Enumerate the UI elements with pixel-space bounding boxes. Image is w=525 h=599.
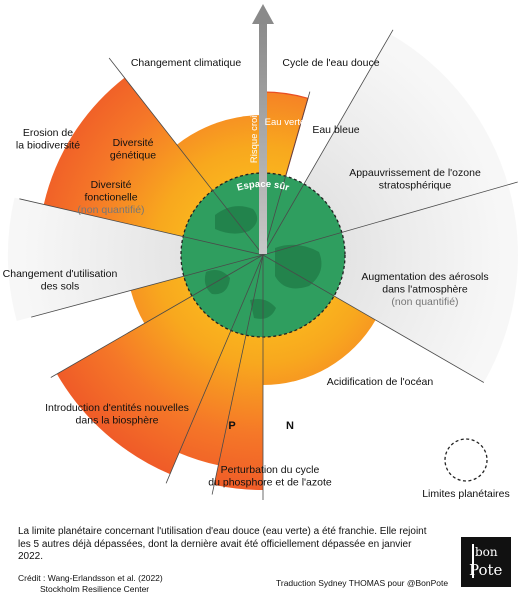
logo-text-top: bon: [475, 545, 498, 559]
legend-label: Limites planétaires: [422, 488, 510, 500]
boundary-labels: Changement climatique Cycle de l'eau douc…: [3, 57, 489, 489]
increasing-risk-arrow: [252, 4, 274, 254]
divider-line: [165, 254, 264, 484]
boundary-sectors: [7, 34, 518, 383]
ozone-sector: [263, 34, 509, 256]
label-phosphorus: P: [228, 420, 235, 432]
label-climate: Changement climatique: [131, 57, 241, 69]
functional-diversity-sector: [7, 197, 264, 321]
label-line: Perturbation du cycle: [221, 464, 320, 476]
label-line: Erosion de: [23, 127, 73, 139]
label-line: dans la biosphère: [76, 415, 159, 427]
divider-line: [262, 91, 311, 256]
divider-line: [19, 198, 264, 256]
divider-line: [211, 254, 264, 495]
label-ocean: Acidification de l'océan: [327, 376, 434, 388]
divider-line: [262, 29, 394, 256]
risk-arrow-label: Risque croissant: [249, 93, 260, 164]
label-line: fonctionelle: [84, 192, 137, 204]
logo-text-bottom: Pote: [469, 561, 503, 579]
label-line: Appauvrissement de l'ozone: [349, 167, 481, 179]
label-line: P: [228, 420, 235, 432]
divider-line: [108, 57, 264, 256]
divider-line: [262, 254, 485, 383]
aerosols-sector: [263, 184, 518, 383]
label-note: (non quantifié): [77, 204, 144, 216]
bonpote-logo: bon Pote: [461, 537, 511, 587]
label-freshwater: Cycle de l'eau douce: [282, 57, 379, 69]
label-line: Eau bleue: [312, 124, 359, 136]
legend-boundary-symbol: [444, 438, 488, 482]
legend: Limites planétaires: [422, 438, 510, 500]
divider-line: [262, 181, 518, 256]
label-line: Changement climatique: [131, 57, 241, 69]
credit: Crédit : Wang-Erlandsson et al. (2022) S…: [18, 573, 218, 594]
translation-credit: Traduction Sydney THOMAS pour @BonPote: [276, 578, 449, 588]
label-blue-water: Eau bleue: [312, 124, 359, 136]
label-line: la biodiversité: [16, 140, 80, 152]
label-line: Cycle de l'eau douce: [282, 57, 379, 69]
logo-bar: [472, 544, 474, 578]
label-line: N: [286, 420, 294, 432]
label-line: Eau verte: [265, 117, 306, 128]
label-note: (non quantifié): [391, 296, 458, 308]
label-line: Introduction d'entités nouvelles: [45, 402, 189, 414]
label-line: Changement d'utilisation: [3, 268, 118, 280]
caption-text: La limite planétaire concernant l'utilis…: [18, 526, 427, 562]
divider-line: [31, 254, 264, 318]
label-nitrogen: N: [286, 420, 294, 432]
label-line: Augmentation des aérosols: [361, 271, 488, 283]
planetary-boundaries-diagram: Risque croissant Espace sûr Changement c…: [3, 4, 518, 500]
label-line: Acidification de l'océan: [327, 376, 434, 388]
label-line: du phosphore et de l'azote: [208, 477, 332, 489]
label-line: génétique: [110, 150, 156, 162]
divider-line: [50, 254, 264, 378]
label-line: Diversité: [113, 137, 154, 149]
label-line: Diversité: [91, 179, 132, 191]
label-line: dans l'atmosphère: [382, 284, 468, 296]
label-line: stratosphérique: [379, 180, 452, 192]
credit-line-2: Stockholm Resilience Center: [40, 583, 150, 594]
label-green-water: Eau verte: [265, 117, 306, 128]
safe-space-label: Espace sûr: [236, 179, 291, 194]
credit-line-1: Crédit : Wang-Erlandsson et al. (2022): [18, 573, 163, 583]
label-line: des sols: [41, 281, 80, 293]
